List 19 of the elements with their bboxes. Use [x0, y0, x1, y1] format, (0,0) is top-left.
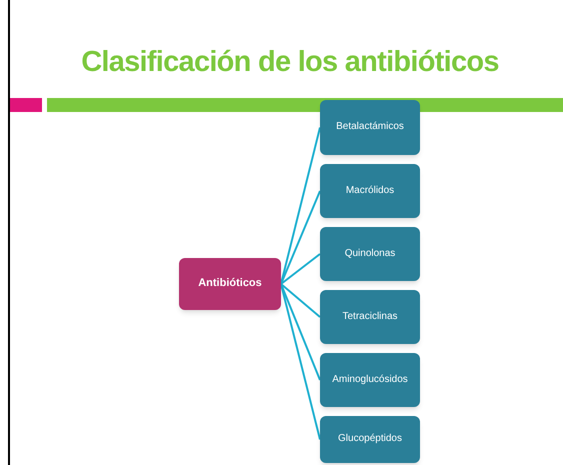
box-label: Antibióticos [198, 277, 262, 291]
box-label: Tetraciclinas [342, 310, 398, 324]
connector-line [280, 284, 321, 380]
connector-line [280, 253, 321, 285]
category-box [320, 290, 420, 344]
box-label: Macrólidos [346, 184, 394, 198]
connector-line [280, 283, 321, 318]
root-box [179, 258, 281, 310]
connector-line [280, 190, 321, 284]
category-box [320, 416, 420, 463]
category-box [320, 353, 420, 407]
category-box [320, 164, 420, 218]
category-box [320, 227, 420, 281]
box-label: Quinolonas [344, 248, 396, 260]
category-box [320, 100, 420, 155]
slide-title: Clasificación de los antibióticos [80, 45, 500, 80]
box-label: Aminoglucósidos [332, 374, 408, 386]
box-label: Betalactámicos [336, 121, 404, 134]
box-label: Glucopéptidos [338, 433, 402, 446]
